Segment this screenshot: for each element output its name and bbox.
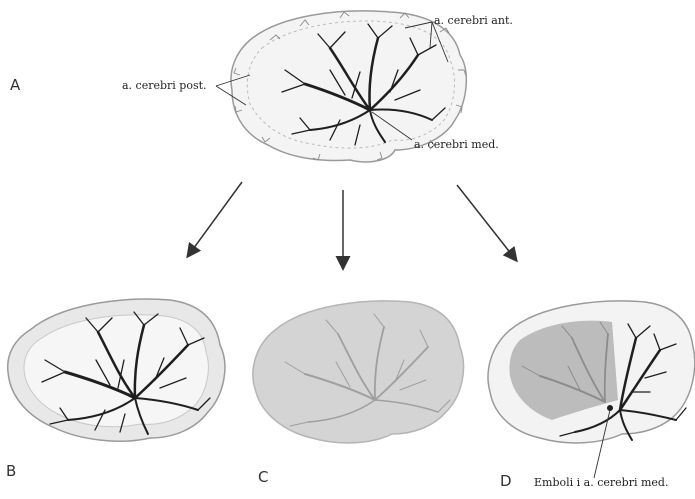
- label-middle-cerebral-artery: a. cerebri med.: [414, 138, 499, 151]
- label-posterior-cerebral-artery: a. cerebri post.: [122, 79, 207, 92]
- panel-label-c: C: [258, 468, 268, 486]
- label-anterior-cerebral-artery: a. cerebri ant.: [434, 14, 513, 27]
- label-emboli: Emboli i a. cerebri med.: [534, 476, 668, 489]
- panel-label-b: B: [6, 462, 16, 480]
- arrow-to-d: [457, 185, 516, 260]
- panel-label-a: A: [10, 76, 20, 94]
- arrow-to-b: [188, 182, 242, 256]
- brain-c: [253, 301, 464, 443]
- brain-d: [488, 301, 695, 478]
- brain-b: [8, 299, 225, 441]
- panel-label-d: D: [500, 472, 512, 490]
